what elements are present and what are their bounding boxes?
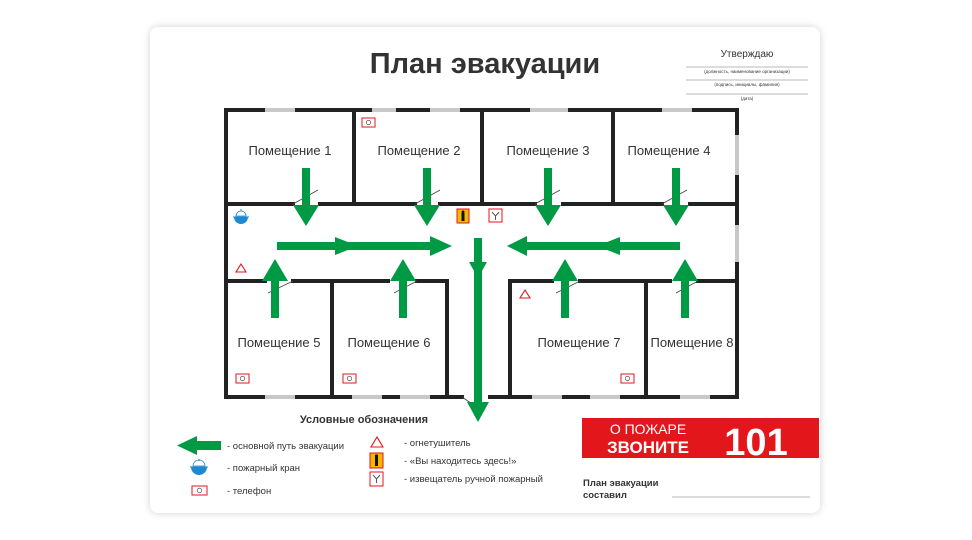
legend-label: - основной путь эвакуации (227, 441, 344, 452)
legend-label: - «Вы находитесь здесь!» (404, 456, 516, 467)
telephone-icon (235, 373, 250, 384)
fire-call-banner (582, 418, 819, 458)
arrow-left-icon (507, 236, 680, 256)
room-labels: Помещение 1 Помещение 2 Помещение 3 Поме… (237, 143, 733, 350)
windows (265, 108, 739, 399)
room-label: Помещение 4 (627, 143, 710, 158)
page-title: План эвакуации (370, 48, 600, 80)
room-label: Помещение 1 (248, 143, 331, 158)
approval-heading: Утверждаю (721, 49, 774, 60)
legend-fire-extinguisher-icon (370, 435, 384, 448)
fire-extinguisher-icon (235, 262, 247, 273)
arrow-up-icon (262, 259, 288, 318)
arrow-right-icon (277, 236, 452, 256)
arrow-exit-icon (467, 238, 489, 422)
banner-line2: ЗВОНИТЕ (607, 438, 689, 457)
you-are-here-icon (456, 208, 470, 224)
room-label: Помещение 6 (347, 335, 430, 350)
room-label: Помещение 3 (506, 143, 589, 158)
arrow-up-icon (672, 259, 698, 318)
evacuation-arrows (262, 168, 698, 422)
banner-number: 101 (724, 422, 787, 464)
author-label-line1: План эвакуации (583, 478, 659, 489)
arrow-down-icon (663, 168, 689, 226)
walls (224, 108, 739, 399)
fire-extinguisher-icon (519, 288, 531, 299)
approval-position: (должность, наименование организации) (704, 69, 790, 74)
telephone-icon (342, 373, 357, 384)
arrow-down-icon (414, 168, 440, 226)
legend-you-are-here-icon (369, 452, 384, 469)
legend-label: - извещатель ручной пожарный (404, 474, 543, 485)
approval-date: (дата) (741, 96, 754, 101)
legend-label: - огнетушитель (404, 438, 471, 449)
legend-telephone-icon (191, 485, 208, 496)
fire-hydrant-icon (233, 209, 249, 224)
manual-fire-alarm-icon (488, 208, 503, 223)
author-label-line2: составил (583, 490, 627, 501)
banner-line1: О ПОЖАРЕ (610, 421, 686, 437)
room-label: Помещение 2 (377, 143, 460, 158)
telephone-icons (235, 117, 635, 384)
telephone-icon (361, 117, 376, 128)
room-label: Помещение 5 (237, 335, 320, 350)
legend-manual-fire-alarm-icon (369, 471, 384, 487)
telephone-icon (620, 373, 635, 384)
arrow-down-icon (293, 168, 319, 226)
legend-evacuation-arrow-icon (177, 436, 221, 455)
arrow-up-icon (390, 259, 416, 318)
arrow-up-icon (552, 259, 578, 318)
room-label: Помещение 7 (537, 335, 620, 350)
room-label: Помещение 8 (650, 335, 733, 350)
legend-title: Условные обозначения (300, 414, 428, 426)
approval-signature: (подпись, инициалы, фамилия) (714, 82, 780, 87)
legend-label: - пожарный кран (227, 463, 300, 474)
arrow-down-icon (535, 168, 561, 226)
legend-fire-hydrant-icon (190, 459, 208, 475)
legend-label: - телефон (227, 486, 271, 497)
